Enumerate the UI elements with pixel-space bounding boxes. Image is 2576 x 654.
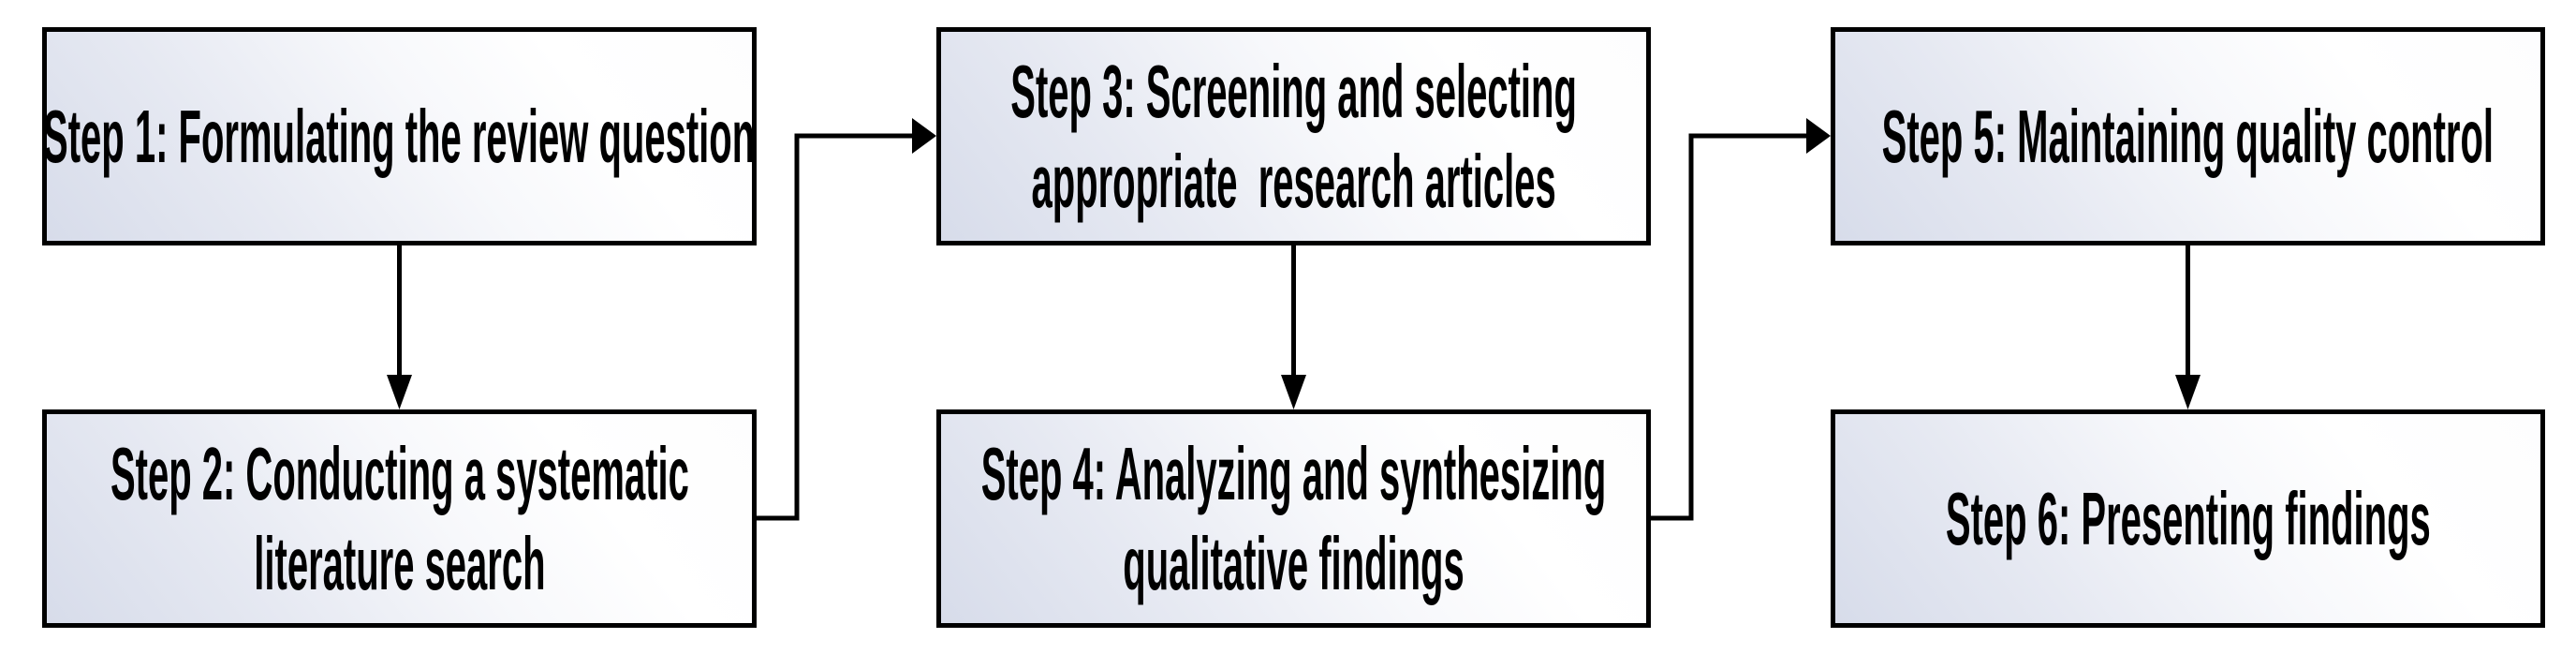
step-3-text: Step 3: Screening and selecting appropri…	[1010, 47, 1577, 227]
step-6-line-1: Step 6: Presenting findings	[1945, 476, 2431, 560]
arrow-step3-to-step4	[1281, 245, 1306, 409]
arrow-step1-to-step2	[387, 245, 412, 409]
step-6-box: Step 6: Presenting findings	[1831, 409, 2545, 628]
step-4-line-2: qualitative findings	[1123, 521, 1465, 605]
step-2-line-1: Step 2: Conducting a systematic	[110, 431, 689, 515]
arrow-step2-to-step3	[757, 118, 936, 521]
step-1-box: Step 1: Formulating the review question	[42, 27, 757, 245]
step-3-line-2: appropriate research articles	[1031, 139, 1556, 223]
step-2-box: Step 2: Conducting a systematic literatu…	[42, 409, 757, 628]
step-5-text: Step 5: Maintaining quality control	[1882, 92, 2494, 182]
step-6-text: Step 6: Presenting findings	[1946, 474, 2431, 564]
step-1-text: Step 1: Formulating the review question	[43, 92, 755, 182]
step-4-line-1: Step 4: Analyzing and synthesizing	[980, 431, 1607, 515]
arrow-step5-to-step6	[2175, 245, 2201, 409]
step-1-line-1: Step 1: Formulating the review question	[43, 94, 756, 178]
step-3-box: Step 3: Screening and selecting appropri…	[936, 27, 1651, 245]
step-5-line-1: Step 5: Maintaining quality control	[1881, 94, 2495, 178]
step-2-line-2: literature search	[253, 521, 546, 605]
step-4-text: Step 4: Analyzing and synthesizing quali…	[981, 429, 1607, 609]
step-2-text: Step 2: Conducting a systematic literatu…	[110, 429, 689, 609]
step-4-box: Step 4: Analyzing and synthesizing quali…	[936, 409, 1651, 628]
arrow-step4-to-step5	[1651, 118, 1831, 521]
step-5-box: Step 5: Maintaining quality control	[1831, 27, 2545, 245]
step-3-line-1: Step 3: Screening and selecting	[1010, 49, 1577, 133]
